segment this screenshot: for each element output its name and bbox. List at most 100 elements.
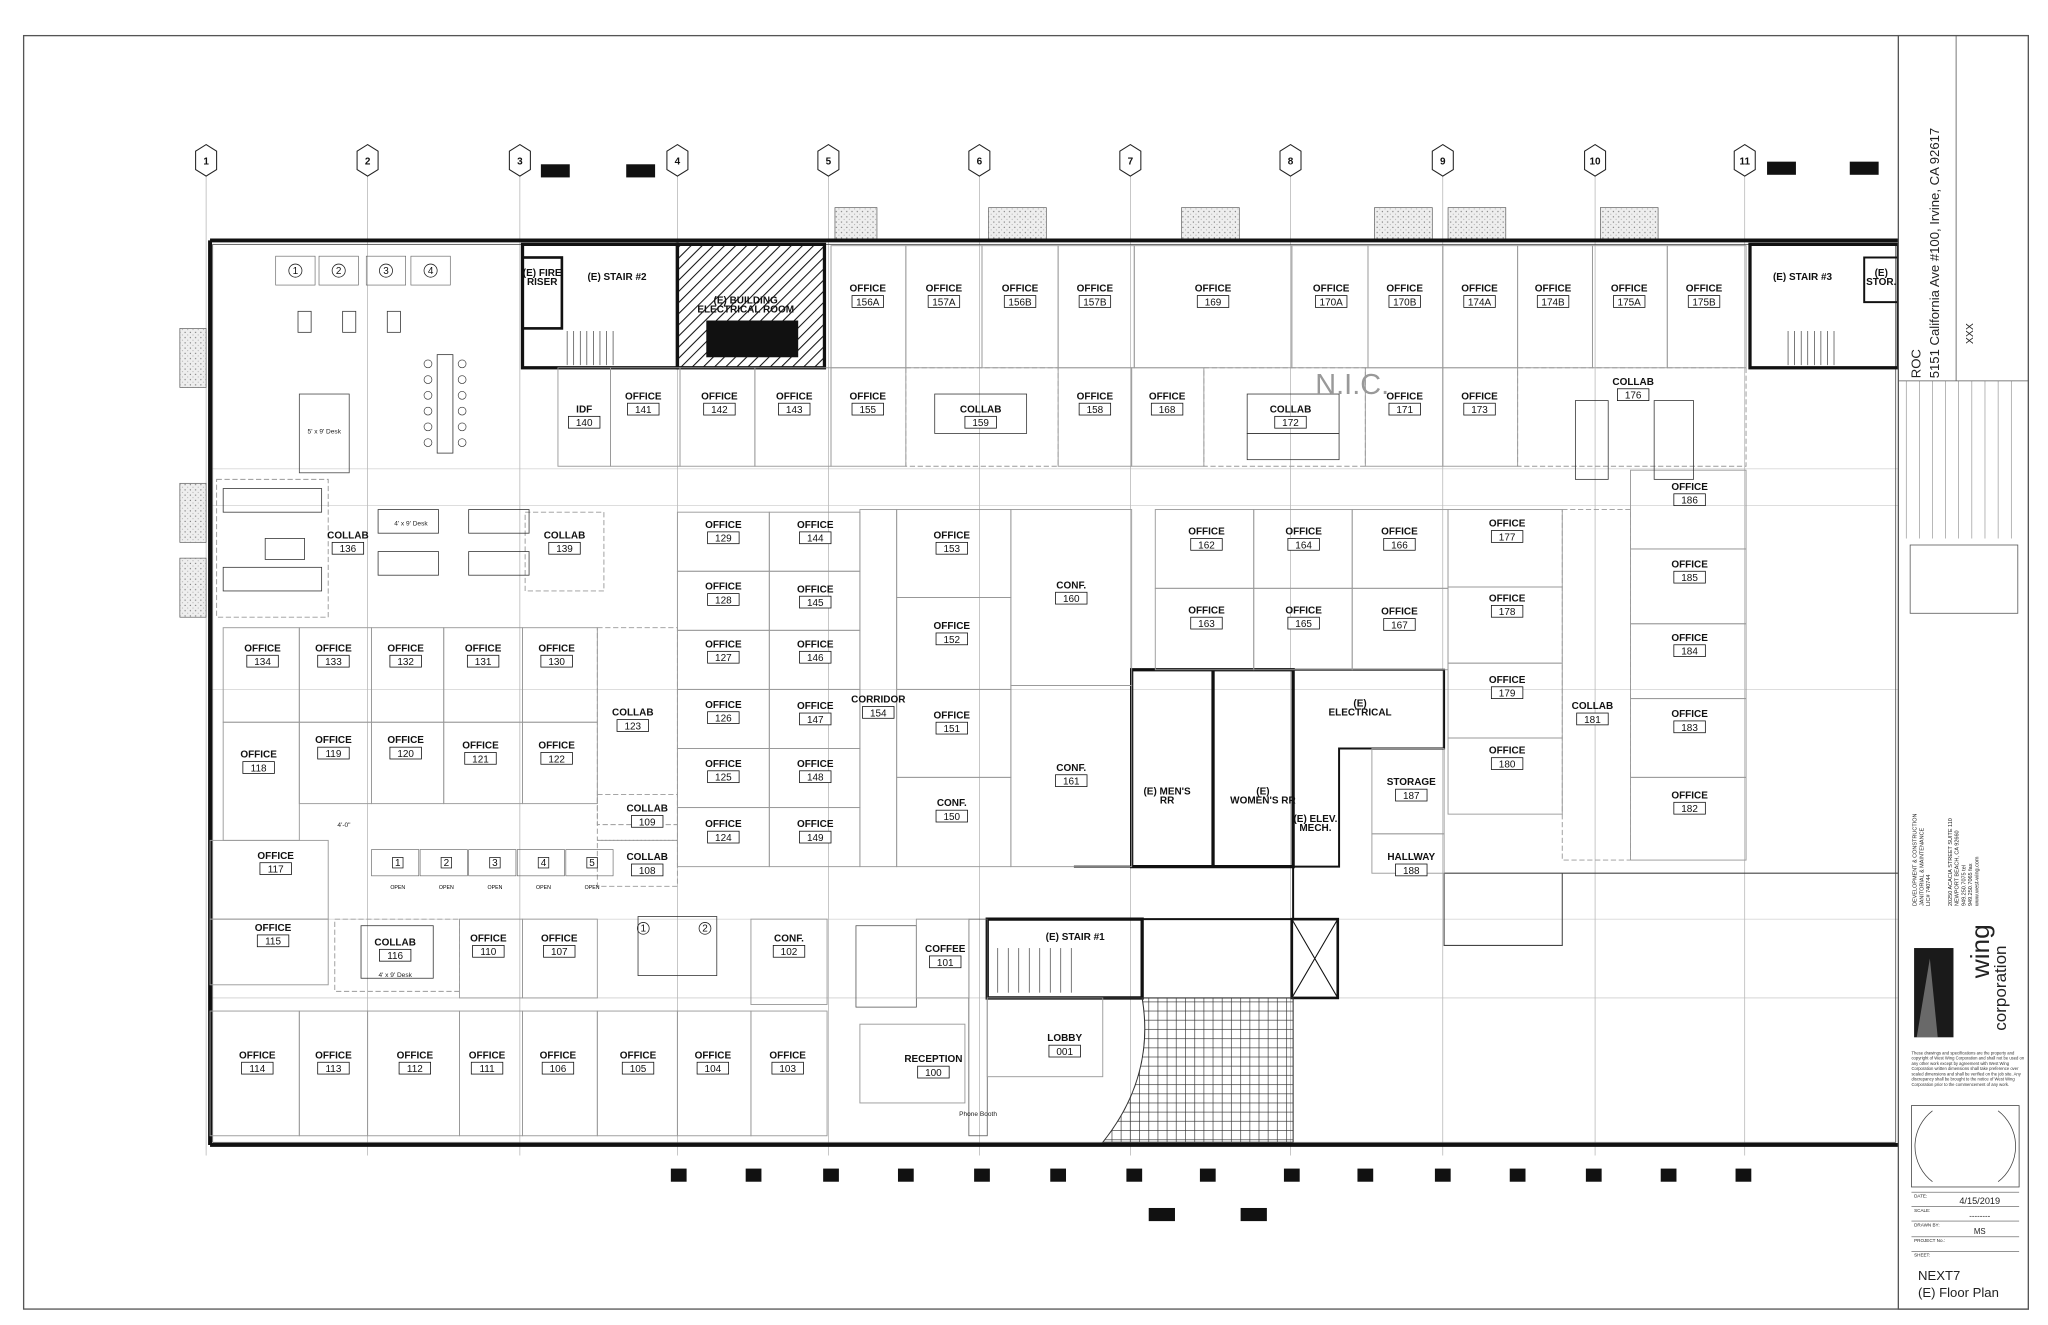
space-label-line1: (E) (1353, 698, 1366, 709)
cafe-table (386, 310, 401, 333)
column-marker (823, 1168, 839, 1182)
room-type-label: OFFICE (462, 740, 499, 751)
room-type-label: OFFICE (705, 819, 742, 830)
room-outline (459, 918, 523, 999)
room-number-box (616, 719, 649, 732)
workstation (516, 849, 565, 877)
room-type-label: OFFICE (1671, 790, 1708, 801)
room-number: 143 (786, 405, 803, 416)
room-outline (750, 918, 828, 1005)
room-type-label: OFFICE (240, 750, 277, 761)
room-number-box (862, 706, 895, 719)
walls (179, 161, 1900, 1222)
grid-bubble-label: 5 (826, 156, 832, 167)
room-type-label: OFFICE (387, 735, 424, 746)
nic-label: N.I.C. (1315, 369, 1389, 401)
collab-table (1574, 400, 1609, 480)
room-number-box (1196, 295, 1230, 308)
room-type-label: OFFICE (625, 391, 662, 402)
room-type-label: OFFICE (1489, 746, 1526, 757)
room-type-label: OFFICE (1461, 284, 1498, 295)
room-number: 180 (1499, 760, 1516, 771)
room-type-label: OFFICE (695, 1050, 732, 1061)
room-type-label: OFFICE (1077, 391, 1114, 402)
room-outline (209, 918, 329, 986)
space-label-line2: MECH. (1299, 823, 1331, 834)
grid-bubble-label: 8 (1288, 156, 1294, 167)
room-type-label: OFFICE (315, 1050, 352, 1061)
project-number-label: PROJECT No.: (1914, 1238, 1945, 1243)
room-outline (371, 627, 445, 723)
room-number-box (1274, 415, 1307, 429)
room-number-box (1463, 295, 1496, 308)
room-type-label: OFFICE (1671, 633, 1708, 644)
room-type-label: COLLAB (327, 530, 369, 541)
electrical-core (1292, 668, 1446, 868)
room-number-box (1190, 616, 1223, 630)
room-outline (1057, 367, 1133, 467)
room-type-label: OFFICE (797, 584, 834, 595)
room-number-box (1490, 604, 1524, 618)
column-marker (540, 164, 570, 178)
room-number: 151 (943, 724, 960, 735)
rooms (209, 245, 1747, 1137)
column-marker (626, 164, 656, 178)
grid-bubble (968, 143, 991, 177)
room-type-label: OFFICE (797, 759, 834, 770)
room-number: 104 (705, 1064, 722, 1075)
workstation-number: 1 (641, 924, 647, 935)
electrical-equipment (706, 320, 799, 358)
project-address: 5151 California Ave #100, Irvine, CA 926… (1927, 128, 1942, 378)
space-label-line2: ELECTRICAL (1329, 708, 1392, 719)
room-number: 171 (1396, 405, 1413, 416)
planter (179, 328, 207, 388)
room-type-label: STORAGE (1387, 777, 1436, 788)
room-number-box (472, 945, 505, 958)
room-type-label: OFFICE (469, 1050, 506, 1061)
room-number-box (935, 632, 968, 646)
room-number-box (470, 1061, 504, 1075)
space-label-line2: WOMEN'S RR (1230, 796, 1296, 807)
room-outline (522, 918, 598, 999)
column-marker (1434, 1168, 1451, 1182)
room-type-label: OFFICE (1489, 675, 1526, 686)
room-number-box (1687, 295, 1721, 308)
room-number: 187 (1403, 791, 1420, 802)
lobby-tile-floor (1101, 997, 1294, 1143)
room-type-label: OFFICE (1489, 519, 1526, 530)
room-type-label: OFFICE (1313, 284, 1350, 295)
company-address-line: 949.250.7075 tel (1961, 865, 1967, 906)
space-label-line1: (E) STAIR #1 (1046, 932, 1106, 943)
room-type-label: OFFICE (1149, 391, 1186, 402)
planter (1447, 207, 1507, 241)
room-outline (859, 509, 898, 868)
title-block: ROC 5151 California Ave #100, Irvine, CA… (1897, 34, 2029, 1310)
stool (457, 391, 467, 400)
workstation-number-box (586, 857, 598, 869)
room-number-box (935, 721, 968, 735)
room-number-box (707, 770, 740, 784)
room-type-label: OFFICE (1671, 709, 1708, 720)
workstation-number-circle (331, 263, 346, 278)
room-outline (1203, 367, 1366, 467)
room-number-box (799, 712, 832, 726)
room-type-label: COLLAB (544, 530, 586, 541)
room-number-box (379, 948, 412, 962)
workstation-number-circle (288, 263, 303, 278)
room-type-label: RECEPTION (904, 1054, 962, 1065)
room-type-label: OFFICE (1188, 605, 1225, 616)
room-outline (750, 1010, 828, 1137)
room-number: 154 (870, 708, 887, 719)
room-number-box (331, 541, 365, 555)
stool (457, 438, 467, 447)
room-outline (596, 839, 678, 887)
stool (457, 359, 467, 369)
room-number: 111 (479, 1064, 495, 1075)
workstation-number: 3 (383, 266, 389, 277)
column-marker (974, 1168, 990, 1182)
room-number: 175B (1692, 297, 1716, 308)
room-outline (1517, 367, 1747, 467)
logo-corporation-text: corporation (1991, 945, 2010, 1030)
annotation-desk_4x9_b: 4' x 9' Desk (378, 972, 412, 979)
room-number-box (778, 402, 811, 416)
